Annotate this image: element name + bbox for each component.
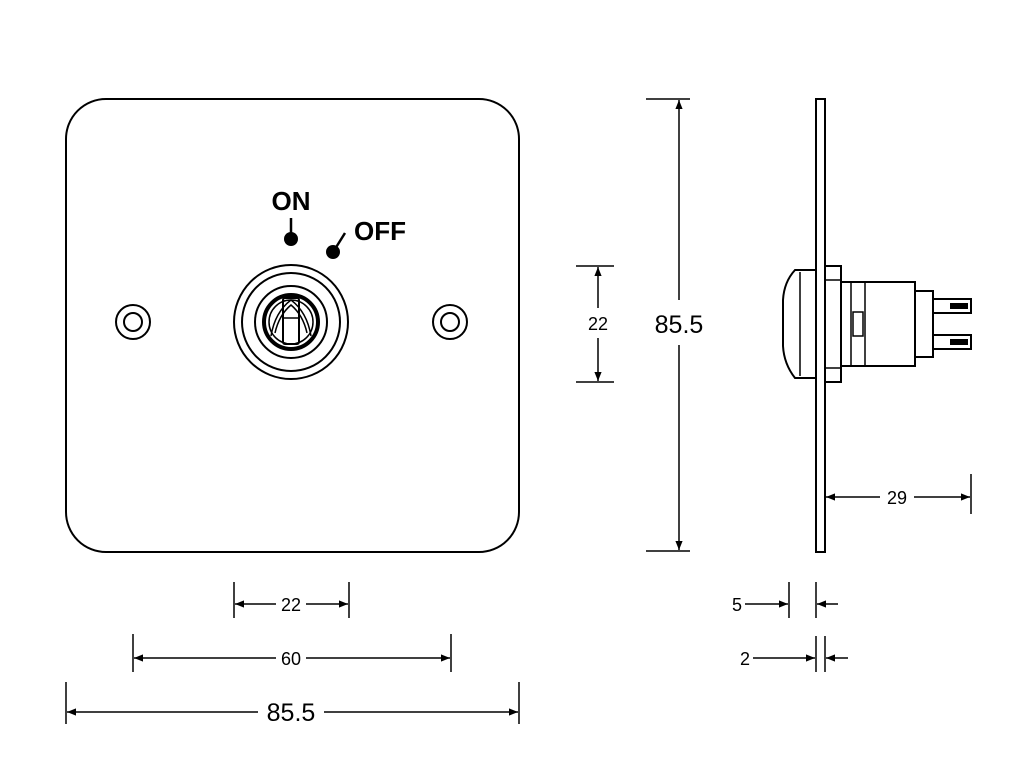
front-plate <box>65 98 520 553</box>
svg-text:2: 2 <box>740 649 750 669</box>
side-view <box>782 98 972 553</box>
front-view: ON OFF <box>65 98 520 553</box>
side-plate <box>815 98 826 553</box>
side-terminal-top <box>932 298 972 314</box>
on-label: ON <box>272 186 311 216</box>
svg-text:85.5: 85.5 <box>267 699 316 727</box>
svg-text:60: 60 <box>281 649 301 669</box>
off-lever-icon <box>326 232 347 259</box>
side-terminal-bottom <box>932 334 972 350</box>
dimension-front-small-width: 22 <box>233 582 350 618</box>
dimension-side-plate-offset: 5 <box>732 582 838 618</box>
svg-text:22: 22 <box>281 595 301 615</box>
svg-text:5: 5 <box>732 595 742 615</box>
dimension-front-hole-spacing: 60 <box>132 634 452 672</box>
on-lever-icon <box>284 218 298 246</box>
side-body <box>824 265 934 383</box>
dimension-height-total: 85.5 <box>646 98 704 552</box>
dimension-side-plate-thickness: 2 <box>740 636 848 672</box>
off-label: OFF <box>354 216 406 246</box>
side-bezel <box>782 269 816 379</box>
dimension-side-depth: 29 <box>826 474 972 514</box>
svg-text:22: 22 <box>588 314 608 334</box>
dimension-front-total-width: 85.5 <box>65 682 520 727</box>
key-switch <box>233 264 349 380</box>
svg-text:85.5: 85.5 <box>655 311 704 339</box>
svg-text:29: 29 <box>887 488 907 508</box>
mounting-hole-left <box>115 304 151 340</box>
mounting-hole-right <box>432 304 468 340</box>
key-slot <box>282 297 300 345</box>
dimension-height-small: 22 <box>576 265 614 383</box>
